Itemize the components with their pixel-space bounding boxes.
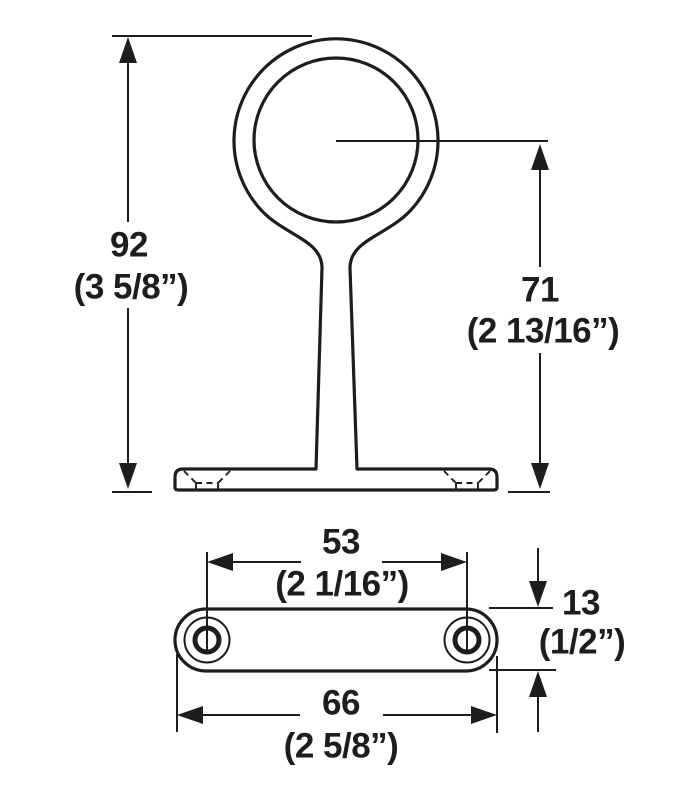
dim-92-arrow-up xyxy=(119,37,137,63)
dim-hole-spacing-mm: 53 xyxy=(322,522,360,562)
dim-71-arrow-down xyxy=(531,463,549,489)
front-view xyxy=(173,37,499,492)
plan-view-dimensions xyxy=(176,548,556,733)
dim-plate-depth-mm: 13 xyxy=(562,583,600,623)
dim-53-arrow-right xyxy=(441,553,467,571)
front-view-hidden-holes xyxy=(183,470,491,489)
base-plate-outline xyxy=(173,607,499,673)
dim-53-arrow-left xyxy=(207,553,233,571)
dim-total-height-inch: (3 5/8”) xyxy=(73,267,189,307)
left-countersink-hidden-lines xyxy=(183,470,231,489)
dim-13-arrow-down xyxy=(529,581,547,607)
dim-92-arrow-down xyxy=(119,463,137,489)
dim-66-arrow-left xyxy=(177,706,203,724)
dim-hole-spacing-inch: (2 1/16”) xyxy=(275,564,409,604)
dim-total-height-mm: 92 xyxy=(110,225,148,265)
dim-total-width-inch: (2 5/8”) xyxy=(283,726,399,766)
dim-center-height-inch: (2 13/16”) xyxy=(466,311,620,351)
plan-view-arrowheads xyxy=(177,553,547,724)
dim-66-arrow-right xyxy=(471,706,497,724)
dim-13-arrow-up xyxy=(529,671,547,697)
plan-view xyxy=(173,607,499,673)
bracket-outline xyxy=(173,37,499,492)
front-view-arrowheads xyxy=(119,37,549,489)
dim-center-height-mm: 71 xyxy=(521,270,559,310)
dim-plate-depth-inch: (1/2”) xyxy=(538,622,626,662)
right-countersink-hidden-lines xyxy=(443,470,491,489)
dim-71-arrow-up xyxy=(531,144,549,170)
dim-total-width-mm: 66 xyxy=(322,683,360,723)
front-view-dimensions xyxy=(112,35,550,493)
